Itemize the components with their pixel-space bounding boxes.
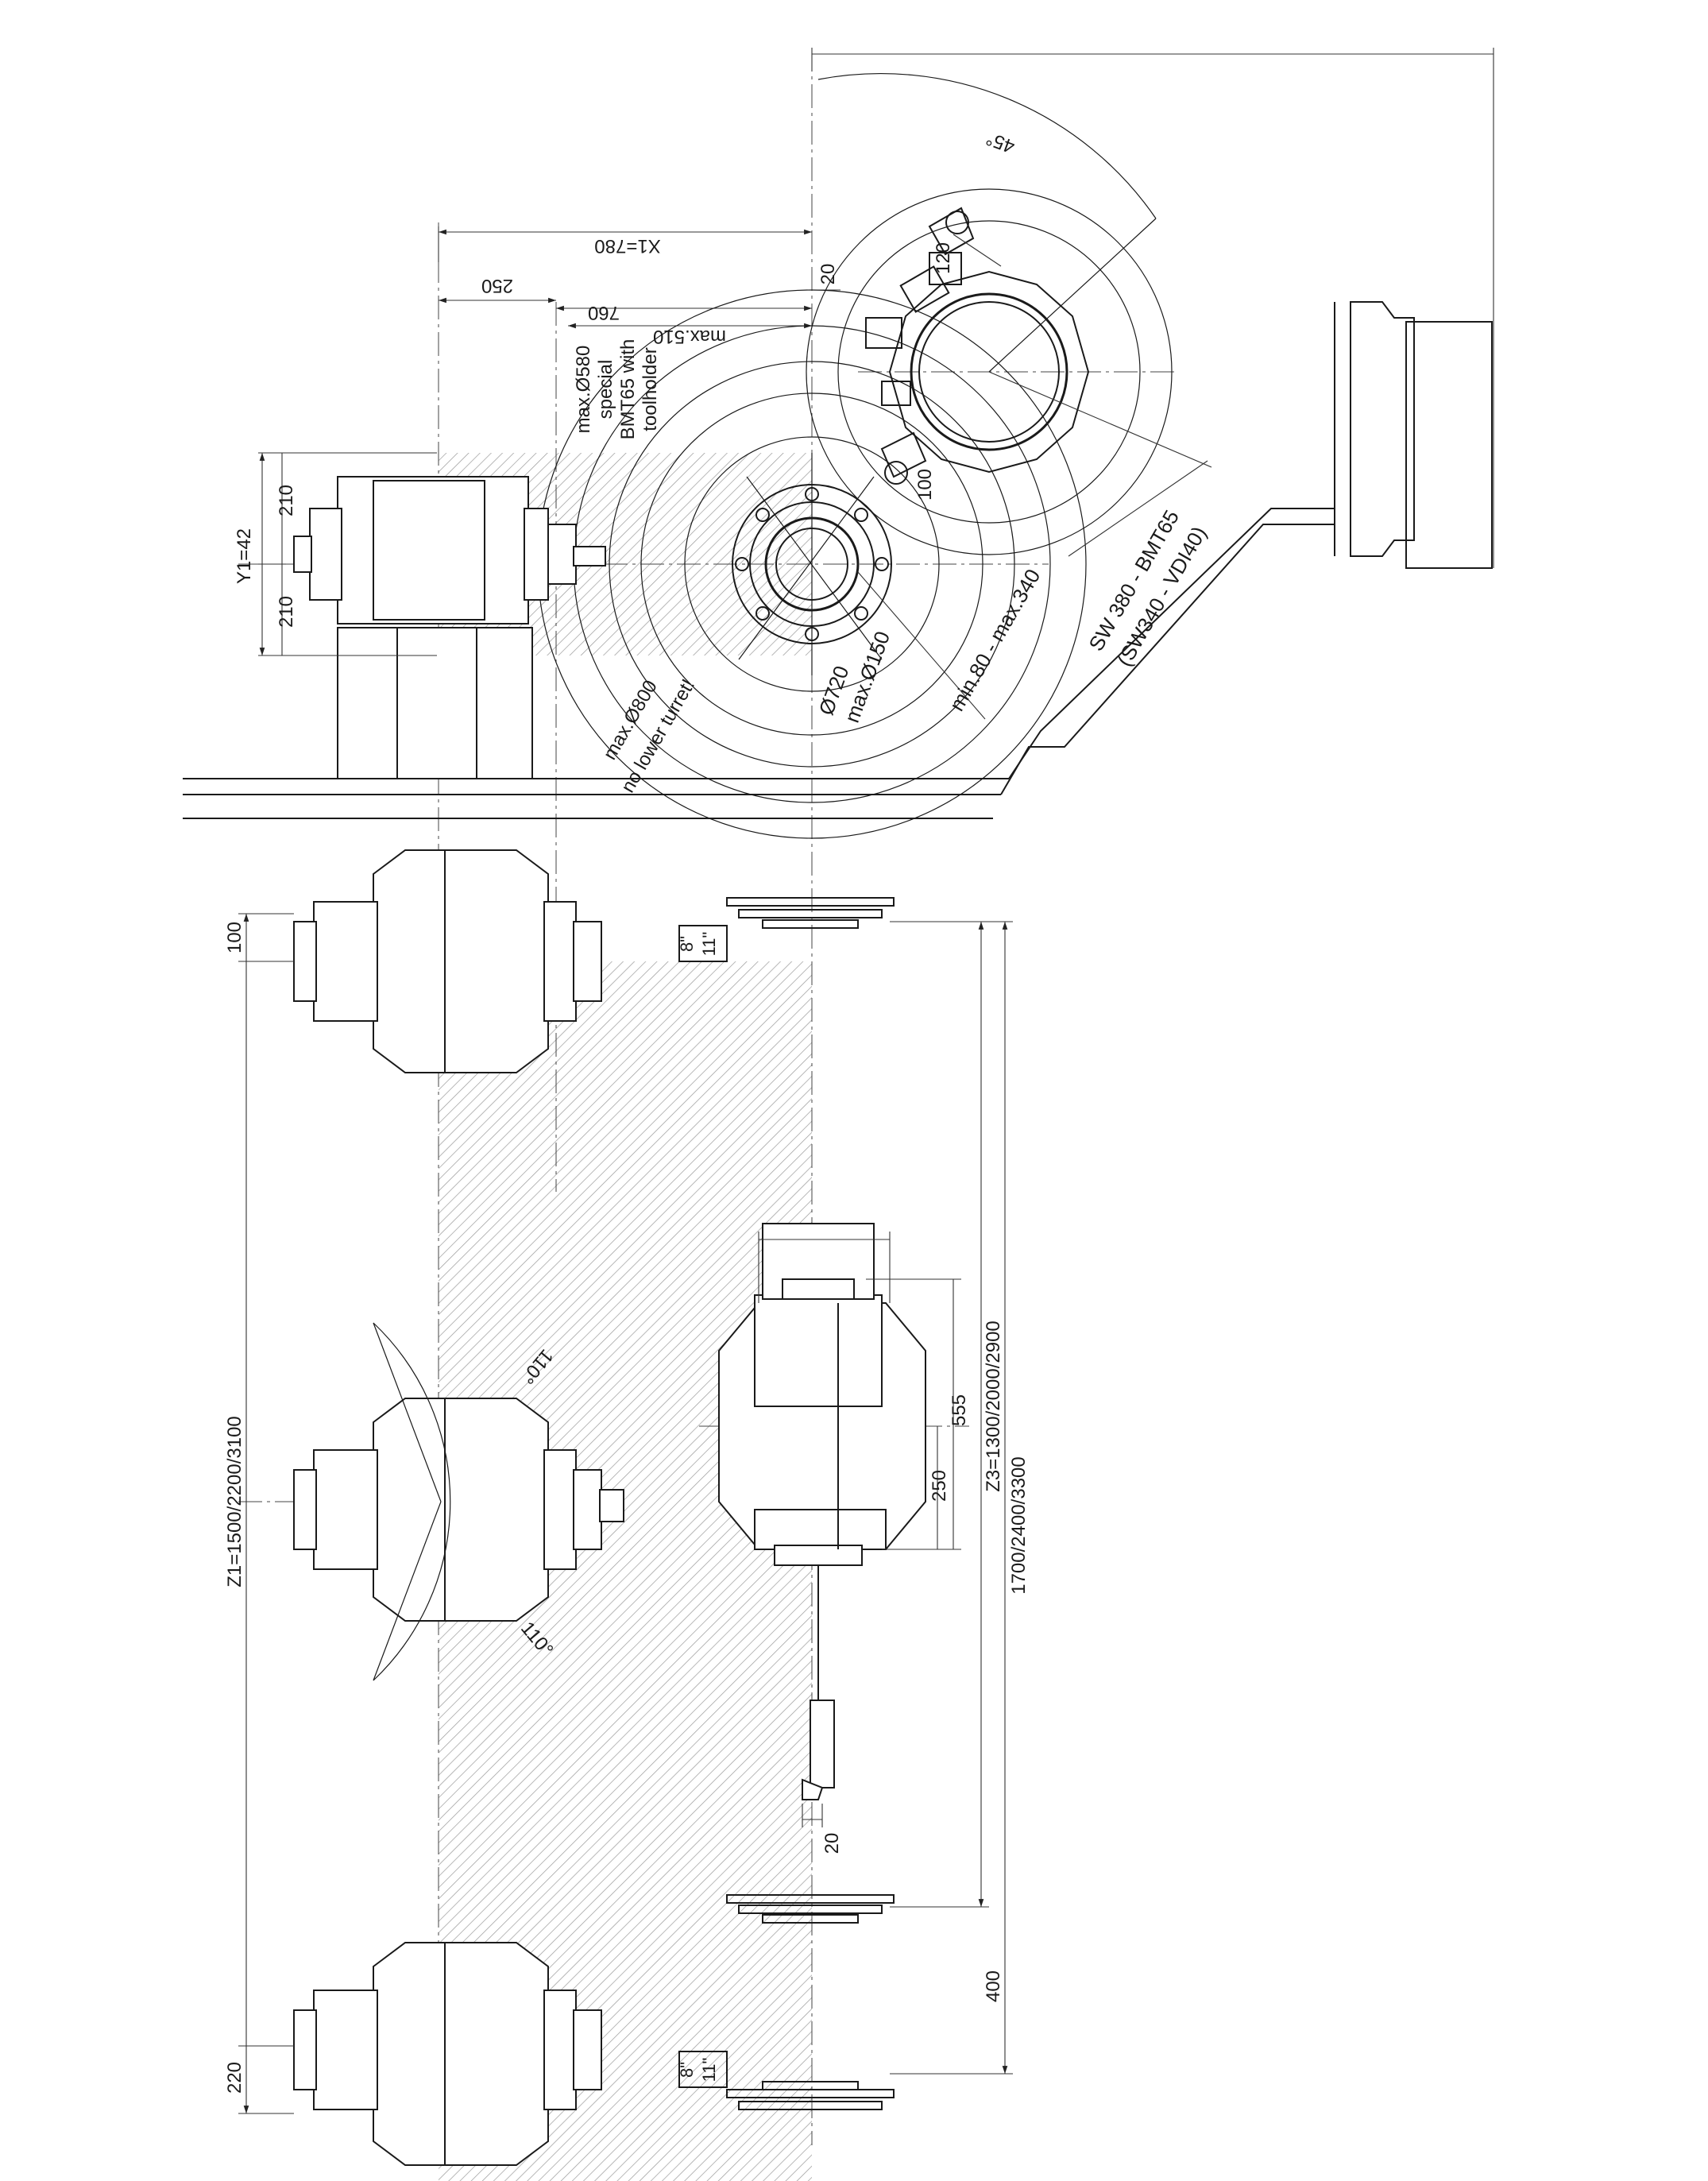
sub-spindle-top <box>1334 301 1493 569</box>
dim-20-top: 20 <box>817 264 839 285</box>
angle-45-label: 45° <box>983 127 1018 157</box>
dim-210-a: 210 <box>276 485 297 516</box>
dim-760: 760 <box>588 302 620 323</box>
dim-400: 400 <box>983 1970 1004 2002</box>
dim-210-b: 210 <box>276 596 297 628</box>
dim-max510: max.510 <box>653 326 726 347</box>
dim-250-top: 250 <box>481 275 513 296</box>
inch-marker-a <box>678 925 728 962</box>
sub-spindle-side <box>718 1223 926 1800</box>
dim-555: 555 <box>949 1394 970 1426</box>
tool-head-z3 <box>293 1942 602 2166</box>
toolholder-note-1: max.Ø580 <box>573 346 594 434</box>
dim-z1: Z1=1500/2200/3100 <box>224 1416 245 1587</box>
dim-x1-780: X1=780 <box>594 235 660 257</box>
inch-marker-b <box>678 2051 728 2088</box>
toolholder-note-2: special <box>595 360 616 420</box>
turret-disc <box>806 188 1173 555</box>
tailstock-ring-2 <box>726 1894 895 1924</box>
dim-y1-42: Y1=42 <box>234 528 255 584</box>
inch-11-a: 11" <box>699 932 719 957</box>
inch-11-b: 11" <box>699 2058 719 2082</box>
dim-250-z: 250 <box>929 1470 950 1502</box>
angle-45-arc <box>817 72 1157 219</box>
inch-8-b: 8" <box>677 2062 697 2078</box>
dim-100-z: 100 <box>224 922 245 953</box>
angle-110-arc <box>373 1322 451 1681</box>
tailstock-ring-3 <box>726 2081 895 2110</box>
dim-220: 220 <box>224 2062 245 2094</box>
dim-z3: Z3=1300/2000/2900 <box>983 1321 1004 1492</box>
inch-8-a: 8" <box>677 936 697 952</box>
toolholder-note-4: toolholder <box>640 347 661 431</box>
dim-100-turret: 100 <box>914 469 936 501</box>
dim-120: 120 <box>933 242 954 274</box>
machine-bed <box>183 508 1335 819</box>
dim-total: 1700/2400/3300 <box>1008 1456 1030 1595</box>
toolholder-note-3: BMT65 with <box>617 339 639 440</box>
tailstock-ring-1 <box>726 897 895 929</box>
tool-head-z1 <box>293 849 602 1073</box>
range-label: min.80 - max.340 <box>945 565 1045 715</box>
dim-20-bottom: 20 <box>821 1833 843 1854</box>
